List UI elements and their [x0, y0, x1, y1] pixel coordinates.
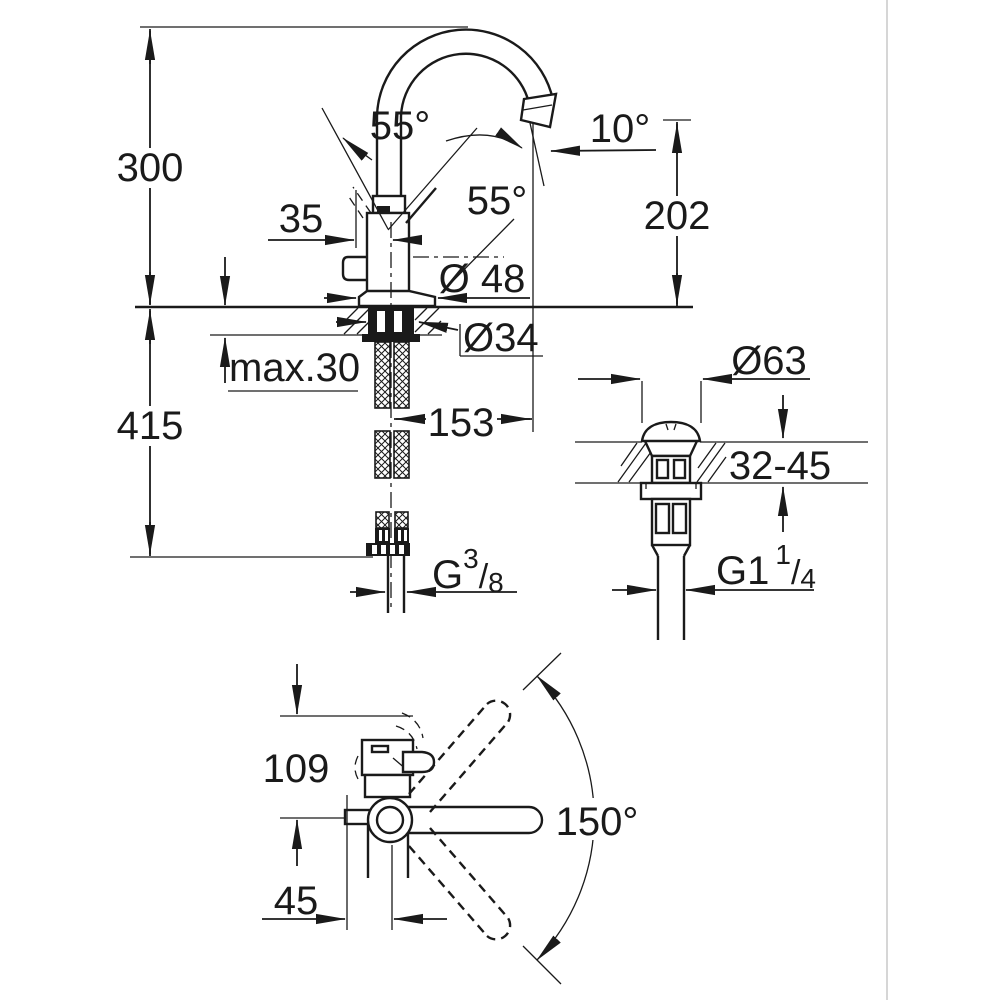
lever-indicator	[377, 206, 390, 217]
dim-handle-rear-clearance-label: 45	[274, 879, 319, 923]
side-tab	[341, 255, 368, 282]
supply-hoses	[366, 341, 410, 613]
dim-supply-connection-label: G3/8	[432, 543, 504, 598]
dim-body-diameter-label: Ø 48	[439, 257, 526, 301]
angle-line-back	[321, 107, 389, 230]
dim-handle-offset: 35	[268, 190, 422, 248]
dim-deck-thickness-range-label: 32-45	[729, 444, 831, 488]
mounting-shank	[362, 308, 420, 342]
dim-overall-height: 300	[112, 29, 188, 305]
lever-handle	[405, 187, 437, 224]
plan-handle-dashed-up	[408, 699, 512, 813]
dim-flange-diameter-label: Ø63	[731, 339, 807, 383]
plan-handle-bar	[396, 805, 544, 835]
plan-view: 150° 109 45	[262, 652, 643, 985]
pop-up-waste-valve	[639, 420, 703, 640]
dim-max-deck-thickness: max.30	[219, 257, 360, 392]
lever-handle-dashed-position	[346, 186, 372, 219]
dim-spout-reach: 153	[394, 401, 532, 445]
dim-supply-connection: G3/8	[350, 543, 517, 598]
waste-dome-cap	[640, 420, 702, 443]
dim-handle-rear-clearance: 45	[262, 795, 447, 930]
plan-handle	[343, 699, 544, 941]
plan-pivot-outer	[366, 796, 414, 844]
dim-handle-angle-back-label: 55°	[370, 104, 431, 148]
dim-mounting-hole-diameter-label: Ø34	[463, 316, 539, 360]
waste-tailpipe	[656, 556, 686, 640]
side-view: 300 415 max.30 35 55°	[112, 26, 714, 613]
dim-swivel-angle-label: 150°	[556, 800, 639, 844]
spray-direction-line	[529, 122, 545, 187]
dim-spout-outlet-height: 202	[641, 119, 714, 306]
plan-side-boss	[401, 750, 436, 774]
dim-below-deck-depth: 415	[112, 309, 188, 556]
dim-mounting-hole-diameter: Ø34	[336, 316, 543, 360]
dim-aerator-angle: 10°	[550, 107, 657, 156]
dim-max-deck-thickness-label: max.30	[229, 346, 360, 390]
plan-reference-lines	[280, 715, 413, 819]
dim-aerator-angle-label: 10°	[590, 107, 651, 151]
dim-below-deck-depth-label: 415	[117, 404, 184, 448]
angle-annotations: 55° 55°	[321, 104, 528, 293]
body-base	[357, 289, 437, 308]
dim-spout-outlet-height-label: 202	[644, 194, 711, 238]
body-column	[365, 211, 411, 297]
faucet-body	[341, 186, 437, 612]
supply-thread-tail	[386, 556, 406, 613]
angle-line-front	[387, 127, 478, 231]
dim-handle-angle-front-label: 55°	[467, 179, 528, 223]
dim-handle-offset-label: 35	[279, 197, 324, 241]
plan-handle-dashed-down	[408, 827, 512, 941]
dim-deck-thickness-range: 32-45	[729, 395, 831, 532]
dim-body-diameter: Ø 48	[324, 257, 530, 304]
plan-pivot-inner	[375, 805, 405, 835]
dim-overall-height-label: 300	[117, 146, 184, 190]
dim-plan-body-depth-label: 109	[263, 747, 330, 791]
dim-flange-diameter: Ø63	[578, 339, 810, 423]
waste-locknut	[639, 481, 703, 501]
dim-plan-body-depth: 109	[263, 664, 330, 866]
faucet-spout	[375, 28, 558, 432]
aerator-nozzle	[519, 92, 558, 129]
dim-spout-reach-label: 153	[428, 401, 495, 445]
plan-faucet-body	[354, 712, 436, 878]
dim-swivel-angle: 150°	[522, 652, 643, 985]
waste-deck-section	[575, 441, 868, 484]
